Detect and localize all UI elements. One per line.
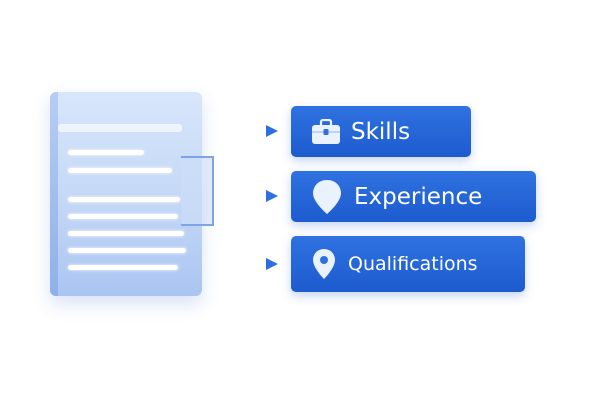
briefcase-icon bbox=[312, 118, 340, 144]
document-text-line bbox=[68, 168, 172, 173]
document-text-line bbox=[68, 248, 186, 253]
document-text-line bbox=[68, 231, 184, 236]
arrow-to-qualifications bbox=[188, 258, 278, 270]
qualifications-label: Qualifications bbox=[348, 253, 478, 275]
arrow-to-experience bbox=[214, 190, 278, 202]
document-text-line bbox=[68, 265, 178, 270]
section-bracket bbox=[181, 156, 214, 226]
experience-pill: Experience bbox=[291, 171, 536, 222]
document-text-line bbox=[68, 197, 180, 202]
experience-label: Experience bbox=[354, 183, 483, 210]
map-marker-icon bbox=[313, 249, 335, 279]
skills-label: Skills bbox=[351, 118, 411, 145]
arrow-to-skills bbox=[188, 125, 278, 137]
document-spine bbox=[50, 92, 58, 296]
skills-pill: Skills bbox=[291, 106, 471, 157]
location-pin-icon bbox=[313, 179, 341, 214]
qualifications-pill: Qualifications bbox=[291, 236, 525, 292]
document-text-line bbox=[68, 150, 144, 155]
document-text-line bbox=[68, 214, 178, 219]
document-header-bar bbox=[58, 124, 182, 132]
